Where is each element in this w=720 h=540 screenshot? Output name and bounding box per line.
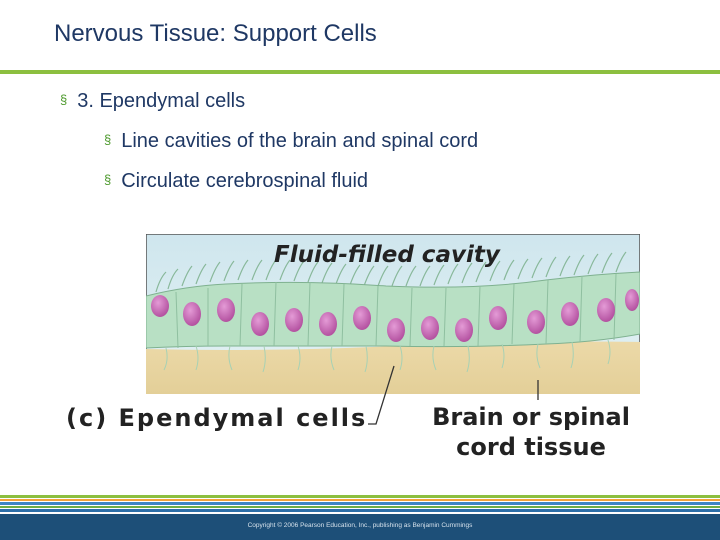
bullet-line-cavities: § Line cavities of the brain and spinal c… xyxy=(104,130,478,153)
cell-layer xyxy=(146,271,640,349)
bullet-text: Circulate cerebrospinal fluid xyxy=(121,170,369,192)
cilia xyxy=(155,251,627,293)
bullet-marker-icon: § xyxy=(104,172,112,188)
bullet-text: 3. Ependymal cells xyxy=(77,90,246,112)
cell-boundaries xyxy=(175,273,617,349)
cell-processes xyxy=(163,339,611,373)
bullet-marker-icon: § xyxy=(60,92,68,108)
title-divider xyxy=(0,70,720,74)
stripe-orange xyxy=(0,499,720,501)
label-ependymal-cells: (c) Ependymal cells xyxy=(66,404,368,432)
cell-nuclei xyxy=(151,289,639,342)
label-brain-or-spinal-cord-tissue: Brain or spinal cord tissue xyxy=(432,402,630,462)
stripe-green xyxy=(0,495,720,498)
label-brain-line1: Brain or spinal xyxy=(432,403,630,431)
bullet-circulate-csf: § Circulate cerebrospinal fluid xyxy=(104,170,368,193)
stripe-blue xyxy=(0,502,720,505)
bullet-ependymal-cells: § 3. Ependymal cells xyxy=(60,90,245,113)
slide-title: Nervous Tissue: Support Cells xyxy=(54,20,377,47)
copyright-text: Copyright © 2006 Pearson Education, Inc.… xyxy=(247,522,473,529)
stripe-green-2 xyxy=(0,506,720,508)
bullet-text: Line cavities of the brain and spinal co… xyxy=(121,130,479,152)
stripe-blue-2 xyxy=(0,509,720,512)
footer-stripes xyxy=(0,495,720,513)
footer-bar xyxy=(0,514,720,540)
label-fluid-filled-cavity: Fluid-filled cavity xyxy=(274,242,500,268)
bullet-marker-icon: § xyxy=(104,132,112,148)
label-brain-line2: cord tissue xyxy=(456,433,606,461)
